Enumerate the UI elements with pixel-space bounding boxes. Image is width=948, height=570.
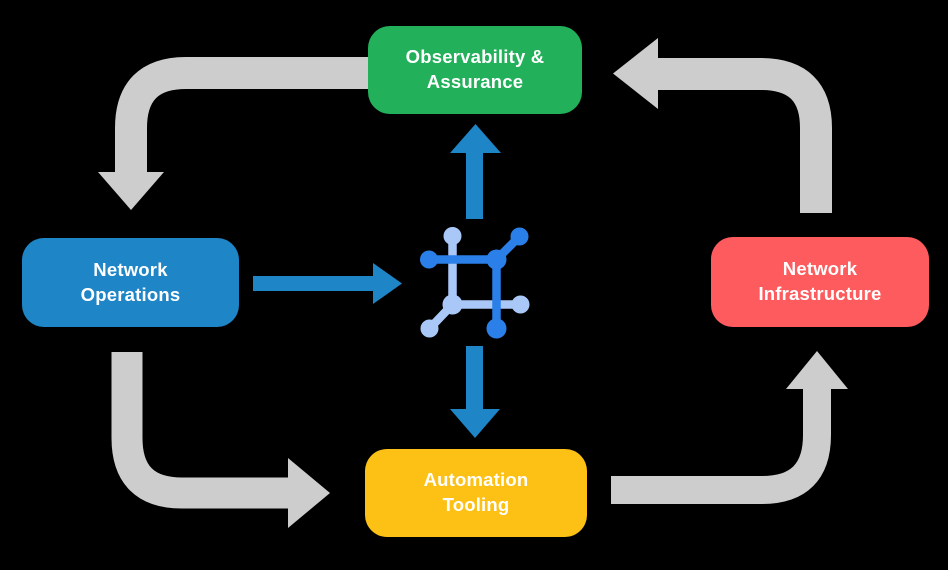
arrow-center-to-automation bbox=[450, 346, 500, 438]
node-automation-tooling: Automation Tooling bbox=[365, 449, 587, 537]
arrow-operations-to-center bbox=[253, 263, 402, 304]
node-infrastructure-label: Network Infrastructure bbox=[758, 258, 882, 304]
node-operations-label: Network Operations bbox=[80, 258, 181, 305]
node-observability-assurance: Observability & Assurance bbox=[368, 26, 582, 114]
arrow-operations-to-automation bbox=[111, 352, 330, 528]
arrow-observability-to-operations bbox=[98, 57, 368, 210]
node-network-operations: Network Operations bbox=[22, 238, 239, 327]
network-mesh-icon bbox=[420, 227, 530, 339]
arrow-center-to-observability bbox=[450, 124, 501, 219]
arrow-infrastructure-to-observability bbox=[613, 38, 832, 213]
node-network-infrastructure: Network Infrastructure bbox=[711, 237, 929, 327]
node-automation-label: Automation Tooling bbox=[423, 469, 529, 515]
arrow-automation-to-infrastructure bbox=[611, 351, 848, 504]
node-observability-label: Observability & Assurance bbox=[405, 46, 545, 92]
